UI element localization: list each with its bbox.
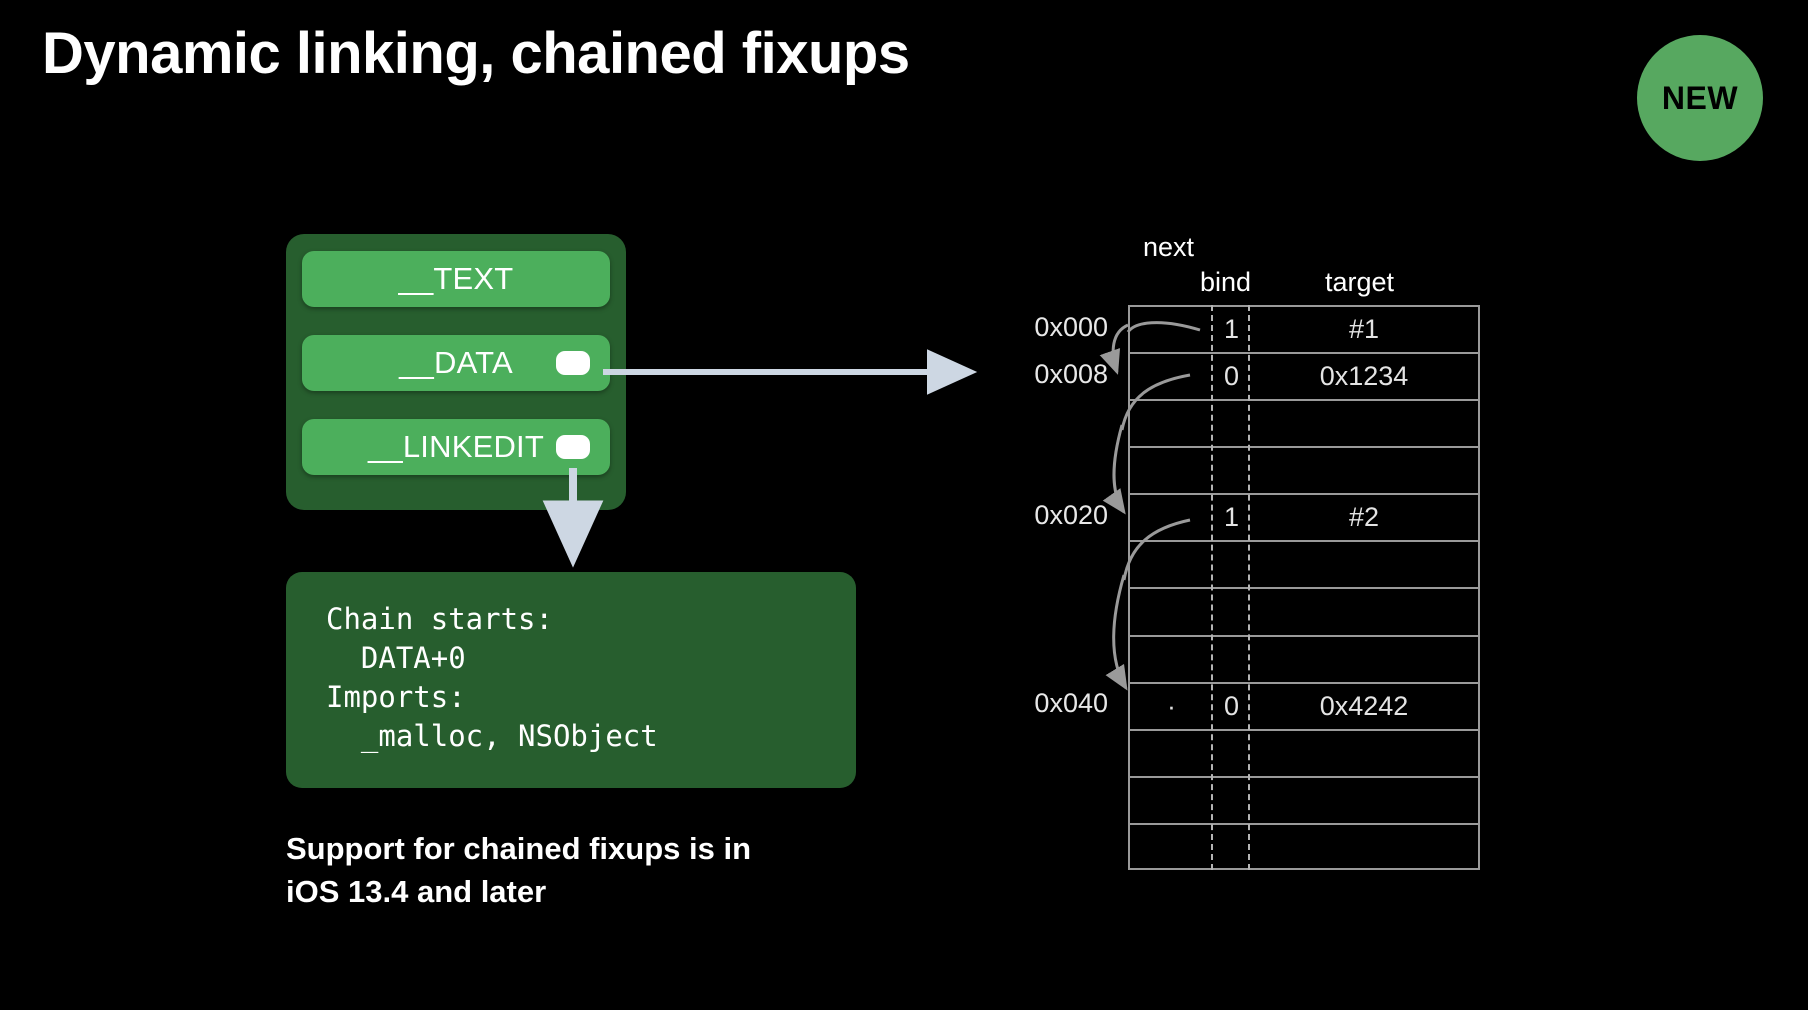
cell-bind	[1213, 778, 1250, 823]
connector-pill-icon	[556, 351, 590, 375]
cell-next	[1130, 825, 1213, 872]
cell-next	[1130, 542, 1213, 587]
caption-line-1: Support for chained fixups is in	[286, 831, 752, 866]
table-row	[1130, 542, 1478, 590]
new-badge: NEW	[1637, 35, 1763, 161]
cell-bind	[1213, 825, 1250, 872]
segment-label: __DATA	[399, 345, 513, 380]
chain-arrow-row4-to-row8	[1105, 574, 1128, 691]
cell-target: 0x1234	[1319, 361, 1409, 392]
row-address-label: 0x000	[1034, 311, 1108, 342]
table-header-bind: bind	[1200, 267, 1252, 297]
cell-target: #1	[1348, 314, 1380, 345]
segment-label: __LINKEDIT	[367, 429, 544, 464]
page-title: Dynamic linking, chained fixups	[42, 21, 910, 86]
code-line: _malloc, NSObject	[326, 719, 658, 753]
cell-bind	[1213, 448, 1250, 493]
cell-target	[1250, 401, 1478, 446]
code-line: Chain starts:	[326, 602, 553, 636]
code-line: DATA+0	[326, 641, 466, 675]
cell-target: 0x4242	[1319, 690, 1409, 721]
cell-target	[1250, 589, 1478, 634]
segment-row-text[interactable]: __TEXT	[302, 251, 610, 307]
connector-pill-icon	[556, 435, 590, 459]
segment-stack: __TEXT __DATA __LINKEDIT	[286, 234, 626, 510]
cell-next	[1130, 401, 1213, 446]
row-address-label: 0x040	[1034, 688, 1108, 719]
table-row: 1 #2	[1130, 495, 1478, 543]
table-header-target: target	[1325, 267, 1395, 297]
cell-target	[1250, 448, 1478, 493]
cell-bind: 1	[1223, 314, 1240, 345]
cell-next: ·	[1167, 690, 1176, 721]
column-divider-next-bind	[1211, 305, 1213, 870]
cell-target: #2	[1348, 502, 1380, 533]
cell-bind	[1213, 731, 1250, 776]
cell-next	[1130, 731, 1213, 776]
fixup-table: 1 #1 0 0x1234 1 #2 · 0 0x4242	[1128, 305, 1480, 870]
cell-bind	[1213, 637, 1250, 682]
cell-bind: 0	[1223, 690, 1240, 721]
cell-bind	[1213, 542, 1250, 587]
cell-target	[1250, 825, 1478, 872]
table-header-next: next	[1143, 232, 1195, 262]
table-row	[1130, 401, 1478, 449]
cell-target	[1250, 542, 1478, 587]
cell-next	[1130, 495, 1213, 540]
cell-next	[1130, 307, 1213, 352]
cell-next	[1130, 637, 1213, 682]
row-address-label: 0x008	[1034, 358, 1108, 389]
segment-row-linkedit[interactable]: __LINKEDIT	[302, 419, 610, 475]
cell-bind	[1213, 401, 1250, 446]
table-row	[1130, 589, 1478, 637]
row-address-label: 0x020	[1034, 499, 1108, 530]
fixup-table-wrap: 1 #1 0 0x1234 1 #2 · 0 0x4242	[1128, 305, 1480, 870]
table-row: · 0 0x4242	[1130, 684, 1478, 731]
table-row: 0 0x1234	[1130, 354, 1478, 402]
cell-next	[1130, 778, 1213, 823]
chain-arrow-row0-to-row1	[1099, 323, 1129, 375]
cell-next	[1130, 354, 1213, 399]
chain-starts-code-block: Chain starts: DATA+0 Imports: _malloc, N…	[286, 572, 856, 788]
table-row: 1 #1	[1130, 307, 1478, 355]
cell-bind: 0	[1223, 361, 1240, 392]
caption-line-2: iOS 13.4 and later	[286, 874, 547, 909]
table-row	[1130, 731, 1478, 778]
chain-arrow-row1-to-row4	[1102, 424, 1126, 515]
cell-next	[1130, 448, 1213, 493]
cell-target	[1250, 778, 1478, 823]
table-row	[1130, 637, 1478, 684]
new-badge-label: NEW	[1661, 79, 1739, 116]
cell-next	[1130, 589, 1213, 634]
caption-text: Support for chained fixups is in iOS 13.…	[286, 827, 846, 913]
table-row	[1130, 825, 1478, 872]
segment-row-data[interactable]: __DATA	[302, 335, 610, 391]
code-line: Imports:	[326, 680, 466, 714]
table-row	[1130, 448, 1478, 496]
segment-label: __TEXT	[398, 261, 514, 296]
cell-target	[1250, 637, 1478, 682]
cell-bind: 1	[1223, 502, 1240, 533]
cell-target	[1250, 731, 1478, 776]
table-row	[1130, 778, 1478, 825]
column-divider-bind-target	[1248, 305, 1250, 870]
cell-bind	[1213, 589, 1250, 634]
